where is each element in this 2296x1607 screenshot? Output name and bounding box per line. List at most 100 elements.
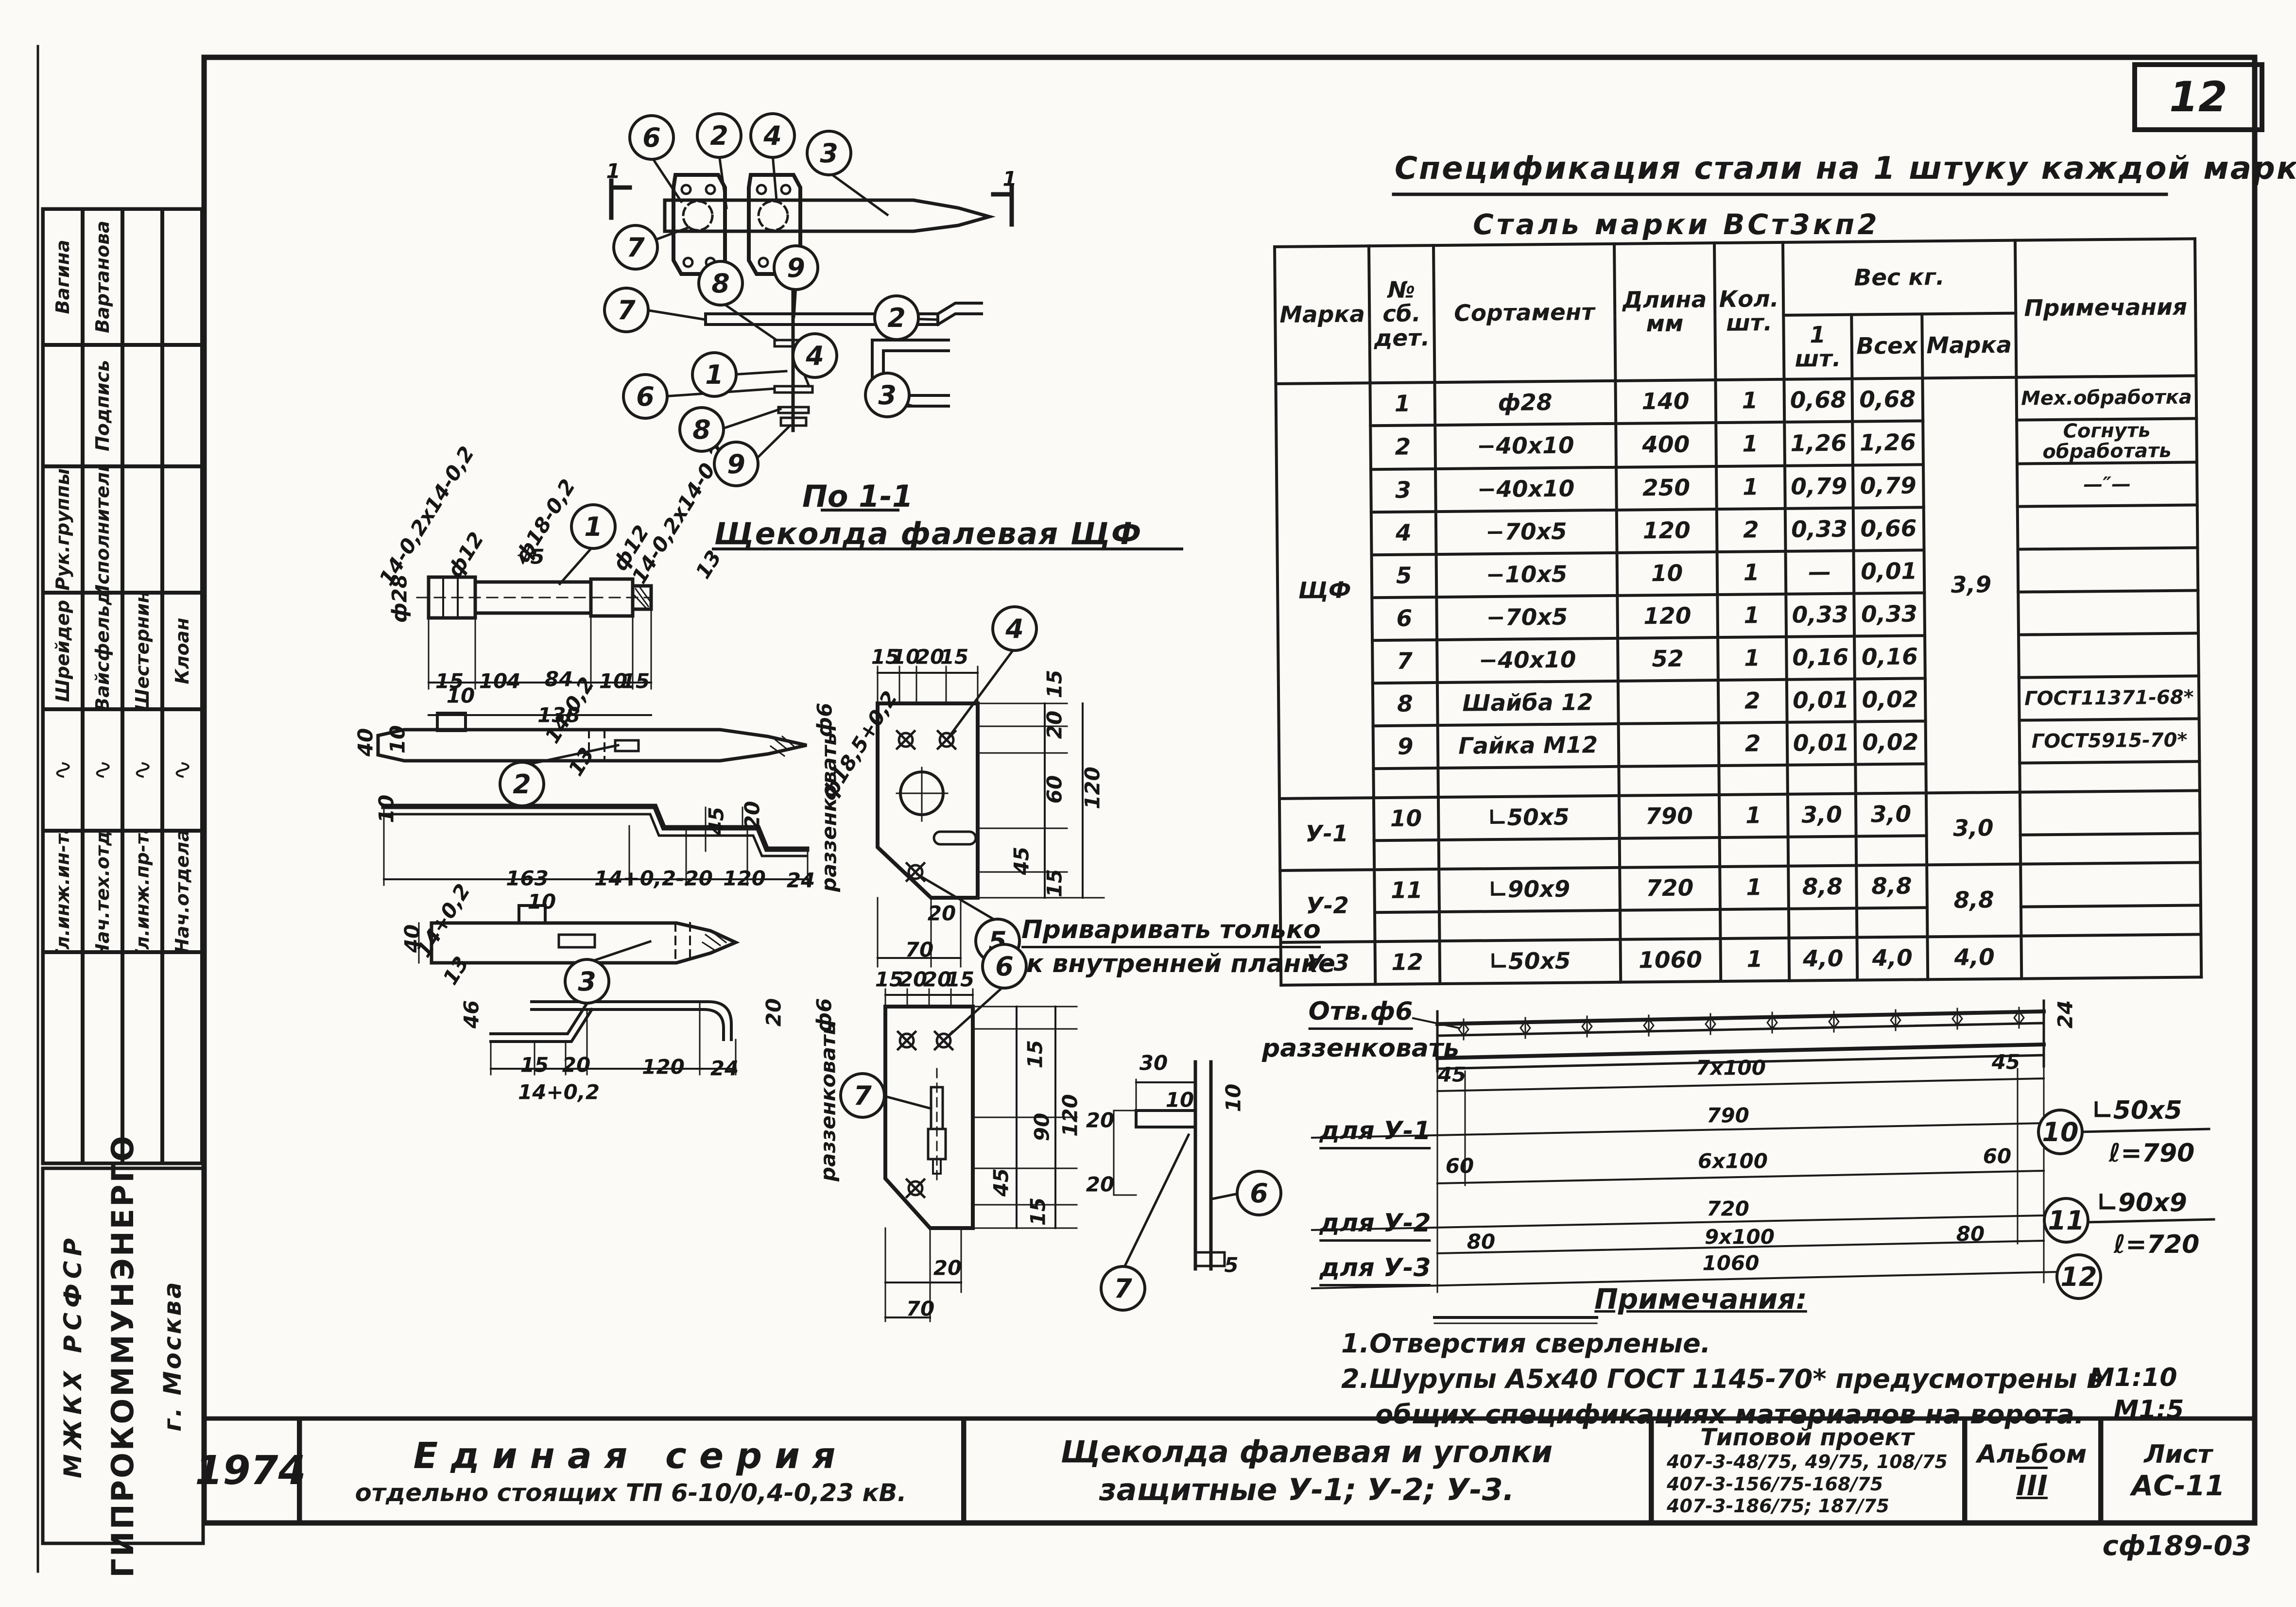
dim-label: 10: [446, 684, 475, 708]
dim-label: 10: [1165, 1088, 1194, 1112]
dim-label: 1: [1002, 167, 1017, 191]
dim-label: 20: [933, 1256, 962, 1280]
dim-label: 60: [1445, 1154, 1474, 1178]
callout-3: 3: [564, 958, 610, 1005]
dim-label: 46: [459, 1000, 483, 1029]
project-label: Типовой проект: [1700, 1424, 1914, 1452]
dim-label: 24: [710, 1056, 739, 1080]
dim-label: 20: [1086, 1172, 1115, 1197]
callout-2: 2: [696, 112, 742, 159]
dim-label: 720: [1707, 1197, 1749, 1221]
dim-label: 120: [723, 866, 766, 890]
callout-6: 6: [628, 114, 675, 161]
dim-label: 20: [1086, 1108, 1115, 1132]
dim-label: 20: [761, 998, 786, 1027]
sheet-value: АС-11: [2131, 1469, 2225, 1502]
dim-label: ℓ=720: [2113, 1230, 2200, 1259]
dim-label: 10: [479, 669, 508, 693]
title-block: 1974 Единая серия отдельно стоящих ТП 6-…: [195, 1419, 2255, 1523]
dim-label: 14+0,2-20: [594, 866, 713, 890]
dim-label: 5: [1224, 1253, 1239, 1277]
dim-label: для У-1: [1319, 1116, 1431, 1149]
dim-label: раззенковать: [1262, 1034, 1459, 1063]
dim-label: 30: [1139, 1051, 1168, 1075]
dim-label: 1060: [1702, 1251, 1760, 1275]
dim-label: 7х100: [1696, 1056, 1766, 1080]
dim-label: 15: [946, 967, 975, 992]
dim-label: 13: [563, 743, 599, 780]
album-value: III: [2016, 1469, 2048, 1502]
callout-4: 4: [792, 332, 838, 379]
dim-label: 20: [740, 801, 764, 830]
sheet-label: Лист: [2144, 1439, 2212, 1469]
name-line1: Щеколда фалевая и уголки: [1060, 1434, 1553, 1470]
dim-label: М1:10: [2089, 1363, 2177, 1392]
callout-4: 4: [749, 112, 796, 159]
callout-3: 3: [806, 130, 852, 176]
dim-label: 20: [898, 967, 928, 992]
callout-7: 7: [603, 287, 650, 333]
dim-label: 163: [506, 866, 549, 890]
dim-label: ∟50х5: [2092, 1096, 2182, 1125]
dim-label: 20: [1042, 710, 1067, 739]
callout-1: 1: [691, 351, 738, 398]
dim-label: для У-2: [1319, 1209, 1431, 1242]
project-line: 407-3-48/75, 49/75, 108/75: [1667, 1451, 1948, 1473]
callout-6: 6: [622, 373, 669, 420]
callout-2: 2: [499, 761, 545, 807]
dim-label: 10: [385, 725, 410, 754]
sheet-number: 12: [2169, 73, 2227, 121]
dim-label: 14+0,2: [411, 879, 475, 962]
dim-label: 4: [506, 669, 521, 693]
dim-label: раззенковать: [817, 733, 841, 892]
dim-label: 15: [1026, 1197, 1050, 1226]
dim-label: 1: [606, 159, 621, 183]
dim-label: 15: [940, 645, 969, 669]
callout-12: 12: [2055, 1253, 2102, 1300]
dim-label: 120: [642, 1055, 685, 1079]
dim-label: 20: [923, 967, 952, 992]
doc-code: сф189-03: [2102, 1530, 2252, 1562]
spec-subtitle: Сталь марки ВСт3кп2: [1473, 208, 1880, 241]
dim-label: 10: [374, 794, 398, 823]
dim-label: 10: [1221, 1083, 1245, 1112]
sheet-number-box: 12: [2132, 62, 2264, 132]
callout-6: 6: [981, 943, 1028, 990]
dim-label: 13: [691, 546, 726, 583]
callout-9: 9: [713, 441, 760, 487]
notes-title: Примечания:: [1594, 1282, 1807, 1316]
dim-label: 24: [786, 868, 815, 892]
callout-7: 7: [612, 224, 659, 271]
dim-label: 9х100: [1705, 1225, 1775, 1249]
dim-label: 15: [875, 967, 904, 992]
dim-label: 45: [1437, 1062, 1467, 1087]
callout-9: 9: [773, 244, 819, 291]
dim-label: 14+0,2: [518, 1080, 600, 1104]
dim-label: 13: [438, 952, 474, 989]
dim-label: 60: [1983, 1144, 2012, 1168]
title-block-album: Альбом III: [1966, 1419, 2102, 1523]
dim-label: Приваривать только: [1021, 915, 1321, 948]
dim-label: 120: [1080, 767, 1105, 809]
dim-label: 15: [1023, 1040, 1047, 1069]
note-item: общих спецификациях материалов на ворота…: [1375, 1399, 2085, 1430]
dim-label: к внутренней планке: [1026, 949, 1336, 978]
callout-10: 10: [2037, 1109, 2084, 1155]
dim-label: 15: [871, 645, 900, 669]
dim-label: М1:5: [2113, 1395, 2184, 1424]
assembly-name-label: Щеколда фалевая ЩФ: [714, 516, 1142, 551]
dim-label: 790: [1707, 1103, 1749, 1128]
callout-11: 11: [2043, 1197, 2089, 1244]
series-line2: отдельно стоящих ТП 6-10/0,4-0,23 кВ.: [355, 1478, 907, 1507]
title-block-sheet: Лист АС-11: [2102, 1419, 2255, 1523]
dim-label: 40: [353, 728, 378, 757]
callout-8: 8: [697, 260, 744, 307]
series-line1: Единая серия: [413, 1435, 848, 1477]
dim-label: ф6: [812, 702, 837, 737]
dim-label: 120: [1058, 1094, 1082, 1137]
dim-label: 24: [2053, 1000, 2077, 1029]
dim-label: 15: [520, 1053, 549, 1077]
dim-label: 10: [599, 669, 628, 693]
album-label: Альбом: [1977, 1439, 2087, 1469]
